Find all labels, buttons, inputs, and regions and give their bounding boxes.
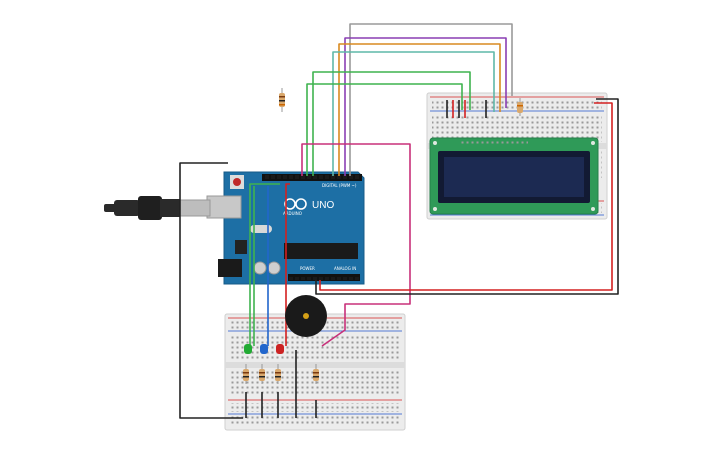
- wire-red: [319, 102, 613, 291]
- usb-cable-icon: [104, 196, 211, 220]
- wire-orange: [338, 43, 501, 176]
- wire-black-left: [179, 162, 243, 419]
- digital-header-label: DIGITAL (PWM ~): [322, 183, 357, 188]
- lcd-16x2-display: [429, 137, 599, 215]
- lcd-jumper-stubs: [446, 100, 487, 118]
- resistor-lcd: [517, 98, 523, 116]
- board-brand-label: ARDUINO: [283, 211, 302, 216]
- wire-purple: [344, 37, 507, 176]
- resistor-led-3: [275, 364, 281, 384]
- wire-pink: [301, 143, 411, 347]
- resistor-led-1: [243, 364, 249, 384]
- wire-red-led: [285, 183, 290, 346]
- wire-teal: [332, 51, 495, 176]
- wire-green-led-2: [249, 183, 280, 346]
- resistor-led-2: [259, 364, 265, 384]
- piezo-buzzer: [285, 295, 327, 337]
- wire-green-lcd-2: [306, 83, 463, 176]
- led-blue: [260, 344, 268, 354]
- breadboard-bottom-left: [224, 313, 406, 431]
- wire-green-lcd-1: [312, 71, 471, 176]
- wires: [179, 23, 619, 419]
- analog-header-label: ANALOG IN: [334, 266, 356, 271]
- power-header-label: POWER: [300, 266, 315, 271]
- led-green: [244, 344, 252, 354]
- resistors: [243, 88, 523, 384]
- led-red: [276, 344, 284, 354]
- resistor-loose: [279, 88, 285, 112]
- board-model-label: UNO: [312, 200, 334, 211]
- wire-black-right: [315, 98, 619, 295]
- arduino-uno-board: ARDUINO UNO DIGITAL (PWM ~) POWER ANALOG…: [206, 171, 365, 285]
- wire-gray: [349, 23, 513, 176]
- resistor-buzzer: [313, 364, 319, 384]
